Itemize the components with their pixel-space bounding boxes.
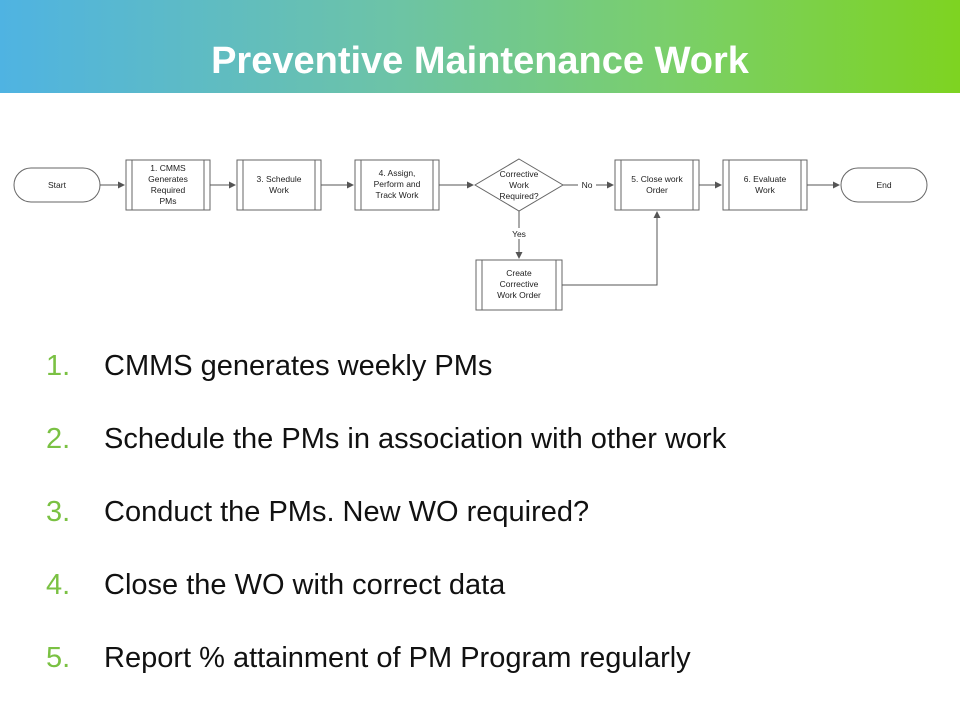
arrow-corrective-to-step5 <box>562 211 661 286</box>
step-text: Schedule the PMs in association with oth… <box>104 423 727 455</box>
step4-process: 4. Assign, Perform and Track Work <box>354 159 440 211</box>
list-item: 1. CMMS generates weekly PMs <box>46 330 946 403</box>
step1-line2: Generates <box>148 174 188 184</box>
corrective-line2: Corrective <box>500 279 539 289</box>
corrective-line1: Create <box>506 268 532 278</box>
slide-title: Preventive Maintenance Work <box>211 40 749 82</box>
step-number: 2. <box>46 423 71 455</box>
step3-line2: Work <box>269 185 289 195</box>
step-number: 4. <box>46 569 71 601</box>
start-terminator: Start <box>13 167 101 203</box>
label-no: No <box>582 180 593 190</box>
step5-process: 5. Close work Order <box>614 159 700 211</box>
flow-connectors <box>100 181 840 286</box>
start-label: Start <box>48 180 67 190</box>
step6-line1: 6. Evaluate <box>744 174 787 184</box>
decision-line3: Required? <box>499 191 538 201</box>
step-number: 3. <box>46 496 71 528</box>
corrective-decision: Corrective Work Required? <box>474 158 564 212</box>
decision-line2: Work <box>509 180 529 190</box>
step-number: 1. <box>46 350 71 382</box>
step1-process: 1. CMMS Generates Required PMs <box>125 159 211 211</box>
step4-line2: Perform and <box>374 179 421 189</box>
step6-process: 6. Evaluate Work <box>722 159 808 211</box>
list-item: 3. Conduct the PMs. New WO required? <box>46 476 946 549</box>
step-text: Conduct the PMs. New WO required? <box>104 496 590 528</box>
corrective-line3: Work Order <box>497 290 541 300</box>
step3-process: 3. Schedule Work <box>236 159 322 211</box>
step-number: 5. <box>46 642 71 674</box>
end-terminator: End <box>840 167 928 203</box>
list-item: 5. Report % attainment of PM Program reg… <box>46 622 946 695</box>
decision-line1: Corrective <box>500 169 539 179</box>
step-text: Report % attainment of PM Program regula… <box>104 642 691 674</box>
step-text: Close the WO with correct data <box>104 569 506 601</box>
step4-line3: Track Work <box>376 190 420 200</box>
title-bar <box>0 0 960 93</box>
step1-line1: 1. CMMS <box>150 163 186 173</box>
label-yes: Yes <box>512 229 526 239</box>
step5-line2: Order <box>646 185 668 195</box>
step-text: CMMS generates weekly PMs <box>104 350 493 382</box>
step6-line2: Work <box>755 185 775 195</box>
end-label: End <box>876 180 891 190</box>
create-corrective-wo-process: Create Corrective Work Order <box>475 259 563 311</box>
list-item: 4. Close the WO with correct data <box>46 549 946 622</box>
step1-line4: PMs <box>160 196 177 206</box>
steps-list: 1. CMMS generates weekly PMs 2. Schedule… <box>46 330 946 695</box>
step3-line1: 3. Schedule <box>257 174 302 184</box>
process-flowchart: Start 1. CMMS Generates Required PMs 3. … <box>13 158 928 311</box>
step4-line1: 4. Assign, <box>379 168 416 178</box>
list-item: 2. Schedule the PMs in association with … <box>46 403 946 476</box>
step1-line3: Required <box>151 185 186 195</box>
step5-line1: 5. Close work <box>631 174 683 184</box>
